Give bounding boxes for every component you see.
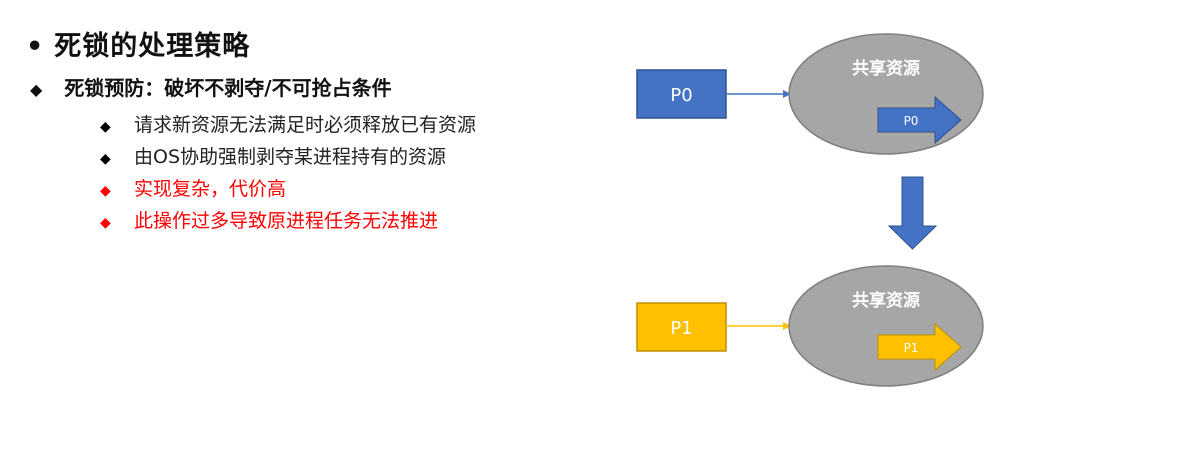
process-box-p1 xyxy=(636,302,727,352)
diamond-bullet-icon: ◆ xyxy=(100,215,111,231)
top-scenario: P0 共享资源 P0 xyxy=(636,33,984,155)
bullet-text: 由OS协助强制剥夺某进程持有的资源 xyxy=(134,146,447,168)
bullet-text: 请求新资源无法满足时必须释放已有资源 xyxy=(134,114,477,136)
diamond-bullet-icon: ◆ xyxy=(100,151,111,167)
sub-heading: ◆ 死锁预防：破坏不剥夺/不可抢占条件 xyxy=(30,72,392,101)
process-label-p1: P1 xyxy=(670,318,692,339)
bullet-item: ◆ 由OS协助强制剥夺某进程持有的资源 xyxy=(100,142,446,169)
bullet-text: 实现复杂，代价高 xyxy=(134,178,287,200)
diamond-bullet-icon: ◆ xyxy=(100,183,111,199)
holder-arrow-p1 xyxy=(877,322,962,372)
bullet-text: 此操作过多导致原进程任务无法推进 xyxy=(134,210,439,232)
bullet-item-red: ◆ 实现复杂，代价高 xyxy=(100,174,286,201)
title-text: 死锁的处理策略 xyxy=(54,31,251,62)
transition-down-arrow xyxy=(887,176,938,250)
bullet-item-red: ◆ 此操作过多导致原进程任务无法推进 xyxy=(100,206,438,233)
process-box-p0 xyxy=(636,69,727,119)
bottom-scenario: P1 共享资源 P1 xyxy=(636,265,984,387)
diamond-bullet-icon: ◆ xyxy=(30,80,43,99)
page-title: • 死锁的处理策略 xyxy=(26,24,250,63)
diamond-bullet-icon: ◆ xyxy=(100,119,111,135)
shared-resource-ellipse-bottom xyxy=(788,265,984,387)
shared-resource-label-bottom: 共享资源 xyxy=(852,290,920,311)
holder-label-p1: P1 xyxy=(904,341,919,355)
holder-label-p0: P0 xyxy=(904,114,919,128)
holder-arrow-p0 xyxy=(877,95,962,145)
process-label-p0: P0 xyxy=(670,85,692,106)
title-bullet-dot: • xyxy=(26,31,45,62)
shared-resource-label-top: 共享资源 xyxy=(852,58,920,79)
bullet-item: ◆ 请求新资源无法满足时必须释放已有资源 xyxy=(100,110,476,137)
shared-resource-ellipse-top xyxy=(788,33,984,155)
sub-heading-text: 死锁预防：破坏不剥夺/不可抢占条件 xyxy=(64,76,392,100)
